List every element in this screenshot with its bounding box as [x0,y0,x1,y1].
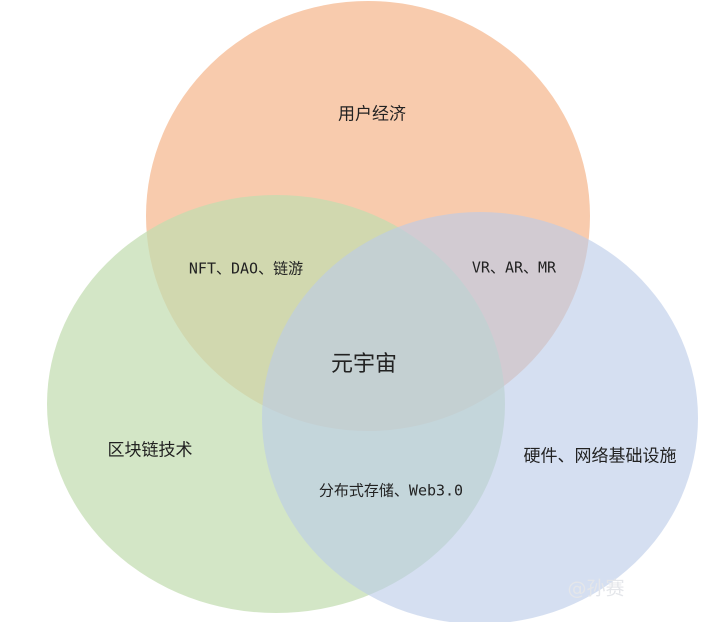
label-left-right-overlap: 分布式存储、Web3.0 [318,481,464,500]
label-top-left-overlap: NFT、DAO、链游 [188,259,304,278]
label-metaverse: 元宇宙 [330,352,398,377]
label-top-right-overlap: VR、AR、MR [471,258,557,277]
label-infrastructure: 硬件、网络基础设施 [523,446,677,467]
label-user-economy: 用户经济 [338,104,406,125]
circle-infrastructure [262,212,698,622]
watermark: @孙赛 [567,577,625,600]
label-blockchain: 区块链技术 [107,440,193,461]
